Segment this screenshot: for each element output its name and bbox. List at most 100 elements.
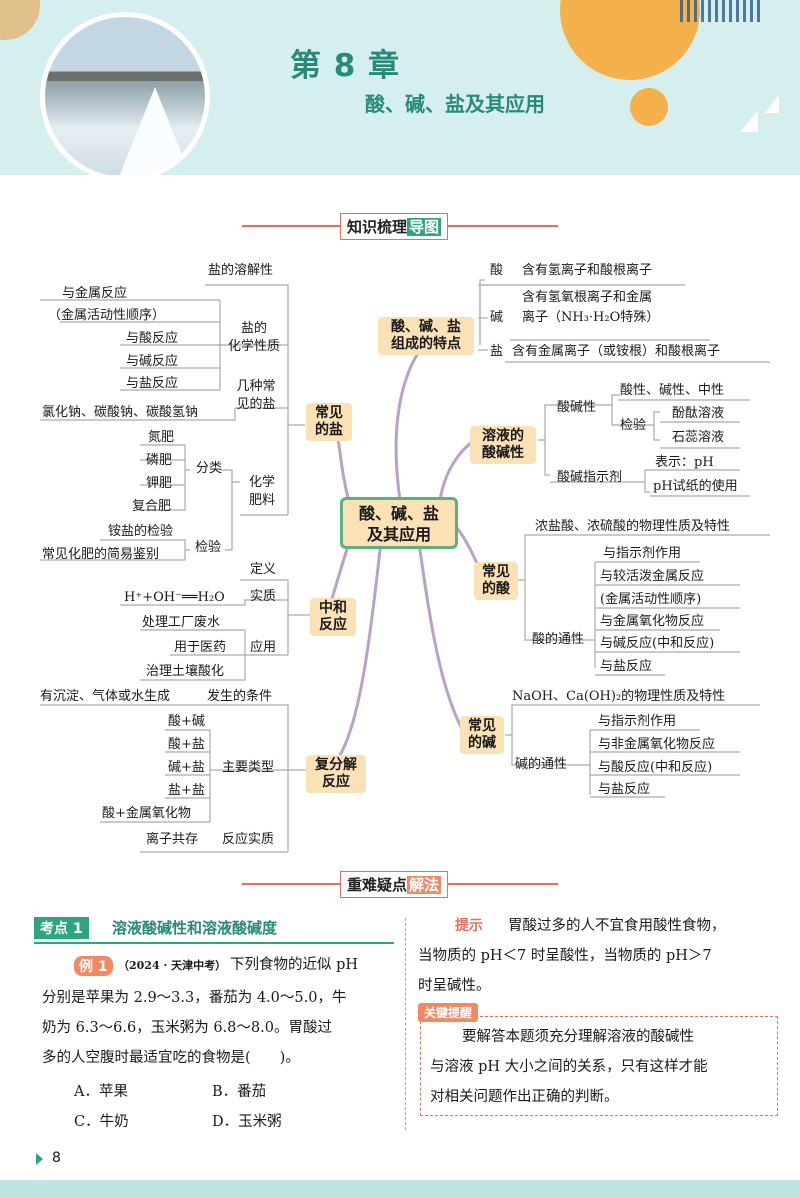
example-text: 多的人空腹时最适宜吃的食物是( )。: [42, 1050, 300, 1066]
label-salt: 盐: [490, 344, 504, 359]
acid-property-item: 与金属氧化物反应: [600, 614, 705, 629]
label-indicator: 酸碱指示剂: [557, 470, 623, 485]
reaction-type: 酸+盐: [168, 737, 205, 752]
indicator-ph: 表示：pH: [655, 455, 714, 470]
decor-triangle: [765, 95, 779, 113]
label-definition: 定义: [250, 562, 277, 577]
option-d: D．玉米粥: [212, 1114, 282, 1130]
label-test: 检验: [620, 418, 647, 433]
decor-stripes: [680, 0, 760, 22]
check-identification: 常见化肥的简易鉴别: [42, 547, 160, 562]
acid-property-item: 与盐反应: [600, 659, 653, 674]
salt-metal-note: （金属活动性顺序）: [48, 308, 166, 323]
label-base: 碱: [490, 310, 504, 325]
test-phenolphthalein: 酚酞溶液: [672, 406, 725, 421]
label-acid-general: 酸的通性: [532, 632, 585, 647]
key-point-tag: 考点 1: [34, 917, 89, 939]
base-property-item: 与指示剂作用: [598, 714, 677, 729]
reaction-type: 盐+盐: [168, 783, 205, 798]
fertilizer-item: 磷肥: [146, 453, 173, 468]
hint-text: 当物质的 pH＜7 时呈酸性，当物质的 pH＞7: [418, 948, 712, 964]
salt-solubility: 盐的溶解性: [208, 263, 274, 278]
decor-circle: [630, 88, 668, 126]
base-description-2: 离子（NH₃·H₂O特殊）: [522, 310, 660, 325]
label-acidity: 酸碱性: [557, 400, 597, 415]
label-conditions: 发生的条件: [207, 689, 273, 704]
key-point-underline: [34, 942, 394, 944]
acidity-types: 酸性、碱性、中性: [620, 383, 725, 398]
reaction-type: 酸+金属氧化物: [102, 806, 191, 821]
label-fertilizer: 化学 肥料: [248, 475, 275, 508]
hint-label: 提示: [455, 918, 483, 934]
mindmap-center: 酸、碱、盐 及其应用: [340, 497, 458, 549]
page-number: 8: [52, 1150, 61, 1166]
hint-text: 时呈碱性。: [418, 978, 491, 994]
label-several-salts: 几种常 见的盐: [236, 379, 276, 412]
acid-physical-properties: 浓盐酸、浓硫酸的物理性质及特性: [535, 519, 731, 534]
option-a: A．苹果: [74, 1084, 128, 1100]
base-description-1: 含有氢氧根离子和金属: [522, 290, 653, 305]
base-property-item: 与非金属氧化物反应: [598, 737, 716, 752]
label-application: 应用: [250, 640, 277, 655]
salt-with-base: 与碱反应: [126, 354, 179, 369]
example-text: 奶为 6.3～6.6，玉米粥为 6.8～8.0。胃酸过: [42, 1020, 332, 1036]
base-property-item: 与盐反应: [598, 782, 651, 797]
label-essence: 实质: [250, 589, 277, 604]
hint-text: 胃酸过多的人不宜食用酸性食物，: [508, 918, 726, 934]
fertilizer-item: 复合肥: [132, 499, 172, 514]
key-reminder-box: [420, 1016, 778, 1116]
ion-coexistence: 离子共存: [146, 832, 199, 847]
chapter-number: 第 8 章: [290, 48, 401, 84]
application-item: 治理土壤酸化: [146, 664, 225, 679]
base-property-item: 与酸反应(中和反应): [598, 760, 713, 775]
label-base-general: 碱的通性: [515, 757, 568, 772]
node-common-acid: 常见 的酸: [474, 562, 518, 600]
key-reminder-text: 对相关问题作出正确的判断。: [430, 1089, 619, 1105]
node-common-salt: 常见 的盐: [306, 403, 352, 441]
acid-description: 含有氢离子和酸根离子: [522, 263, 653, 278]
example-source: （2024 · 天津中考）: [118, 959, 227, 972]
column-divider: [405, 918, 406, 1130]
key-point-title: 溶液酸碱性和溶液酸碱度: [112, 919, 278, 937]
application-item: 处理工厂废水: [142, 615, 221, 630]
example-text: 下列食物的近似 pH: [230, 957, 359, 973]
label-salt-chemical: 盐的 化学性质: [227, 321, 280, 354]
reaction-type: 酸+碱: [168, 714, 205, 729]
salt-description: 含有金属离子（或铵根）和酸根离子: [512, 344, 721, 359]
node-solution-acidity: 溶液的 酸碱性: [470, 426, 536, 464]
several-salts-list: 氯化钠、碳酸钠、碳酸氢钠: [42, 405, 199, 420]
node-double-decomposition: 复分解 反应: [306, 755, 366, 793]
check-ammonium: 铵盐的检验: [108, 524, 174, 539]
salt-with-acid: 与酸反应: [126, 331, 179, 346]
key-reminder-text: 与溶液 pH 大小之间的关系，只有这样才能: [430, 1059, 708, 1075]
node-neutralization: 中和 反应: [310, 598, 356, 636]
label-fertilizer-check: 检验: [195, 540, 222, 555]
salt-with-salt: 与盐反应: [126, 376, 179, 391]
salt-field-photo: [40, 12, 210, 175]
option-c: C．牛奶: [74, 1114, 129, 1130]
application-item: 用于医药: [174, 640, 227, 655]
acid-property-item: 与指示剂作用: [603, 546, 682, 561]
test-litmus: 石蕊溶液: [672, 430, 725, 445]
page-marker-icon: [36, 1153, 43, 1165]
salt-with-metal: 与金属反应: [62, 286, 128, 301]
key-reminder-text: 要解答本题须充分理解溶液的酸碱性: [462, 1029, 694, 1045]
decor-triangle: [740, 110, 758, 132]
node-common-base: 常见 的碱: [460, 716, 504, 754]
acid-property-item: 与较活泼金属反应: [600, 569, 705, 584]
example-text: 分别是苹果为 2.9～3.3，番茄为 4.0～5.0，牛: [42, 990, 347, 1006]
section-title-mindmap: 知识梳理导图: [340, 213, 449, 240]
option-b: B．番茄: [212, 1084, 267, 1100]
base-physical-properties: NaOH、Ca(OH)₂的物理性质及特性: [512, 689, 726, 704]
chapter-title: 酸、碱、盐及其应用: [365, 92, 545, 116]
node-composition: 酸、碱、盐 组成的特点: [378, 317, 474, 355]
chapter-header: 第 8 章 酸、碱、盐及其应用: [0, 0, 800, 175]
reaction-type: 碱+盐: [168, 760, 205, 775]
acid-property-item: 与碱反应(中和反应): [600, 636, 715, 651]
label-classify: 分类: [196, 461, 223, 476]
label-acid: 酸: [490, 263, 504, 278]
acid-property-item: (金属活动性顺序): [600, 592, 702, 607]
example-tag: 例 1: [74, 956, 113, 976]
condition-description: 有沉淀、气体或水生成: [40, 689, 171, 704]
fertilizer-item: 钾肥: [146, 476, 173, 491]
